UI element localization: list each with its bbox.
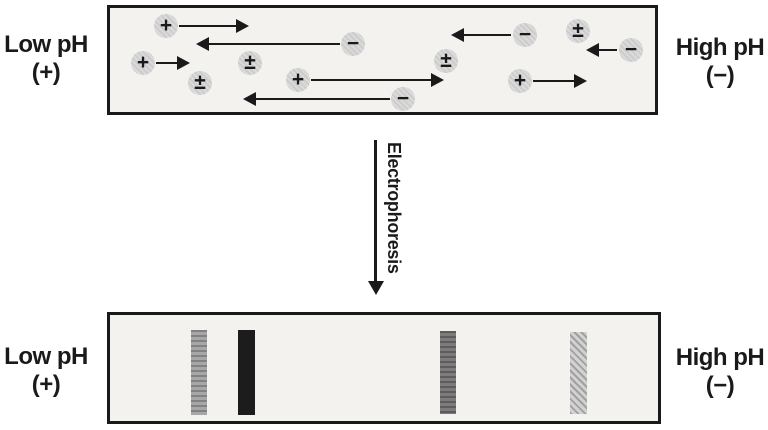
charge-symbol: +	[291, 67, 305, 91]
arrow-head-left-icon	[196, 37, 209, 51]
charge-symbol: ±	[572, 18, 584, 42]
arrow-head-right-icon	[574, 74, 587, 88]
arrow-shaft	[254, 98, 390, 100]
ph-label: High pH	[675, 34, 765, 61]
particle-zwitterion: ±	[434, 49, 458, 73]
arrow-head-left-icon	[586, 43, 599, 57]
migration-arrow-left	[196, 37, 340, 51]
electrophoresis-label: Electrophoresis	[384, 142, 404, 274]
arrow-shaft	[156, 62, 179, 64]
particle-zwitterion: ±	[566, 19, 590, 43]
charge-label: (−)	[705, 372, 735, 399]
top-left-electrode-label: Low pH (+)	[0, 31, 92, 87]
charge-symbol: +	[513, 68, 527, 92]
migration-arrow-left	[586, 43, 617, 57]
charge-label: (+)	[31, 371, 61, 398]
migration-arrow-right	[311, 73, 444, 87]
charge-symbol: +	[136, 50, 150, 74]
bottom-left-electrode-label: Low pH (+)	[0, 343, 92, 399]
ph-label: High pH	[675, 344, 765, 371]
particle-negative: −	[391, 87, 415, 111]
arrow-head-left-icon	[451, 28, 464, 42]
particle-positive: +	[286, 68, 310, 92]
top-right-electrode-label: High pH (−)	[672, 34, 768, 90]
arrow-shaft	[462, 34, 511, 36]
protein-band	[440, 331, 456, 414]
migration-arrow-right	[156, 56, 190, 70]
migration-arrow-left	[243, 92, 390, 106]
charge-label: (+)	[31, 59, 61, 86]
arrow-shaft	[207, 43, 340, 45]
ph-label: Low pH	[4, 343, 88, 370]
arrow-head-down-icon	[368, 281, 384, 295]
arrow-shaft	[179, 25, 238, 27]
arrow-shaft	[533, 80, 576, 82]
charge-label: (−)	[705, 62, 735, 89]
arrow-shaft	[374, 140, 377, 282]
particle-positive: +	[508, 69, 532, 93]
migration-arrow-left	[451, 28, 511, 42]
charge-symbol: ±	[244, 50, 256, 74]
particle-negative: −	[513, 23, 537, 47]
charge-symbol: +	[159, 13, 173, 37]
migration-arrow-right	[533, 74, 587, 88]
charge-symbol: −	[396, 86, 410, 110]
arrow-head-right-icon	[177, 56, 190, 70]
charge-symbol: ±	[194, 70, 206, 94]
charge-symbol: −	[346, 31, 360, 55]
bottom-right-electrode-label: High pH (−)	[672, 344, 768, 400]
electrophoresis-arrow	[368, 140, 384, 295]
protein-band	[191, 330, 207, 415]
charge-symbol: −	[518, 22, 532, 46]
particle-negative: −	[341, 32, 365, 56]
arrow-head-right-icon	[431, 73, 444, 87]
arrow-shaft	[597, 49, 617, 51]
gel-strip-before: + − − ± − + ± ± + + ± −	[107, 5, 658, 115]
arrow-shaft	[311, 79, 433, 81]
arrow-head-left-icon	[243, 92, 256, 106]
ph-label: Low pH	[4, 31, 88, 58]
gel-strip-after	[107, 312, 661, 424]
particle-zwitterion: ±	[188, 71, 212, 95]
arrow-head-right-icon	[236, 19, 249, 33]
migration-arrow-right	[179, 19, 249, 33]
protein-band	[570, 332, 587, 414]
particle-zwitterion: ±	[238, 51, 262, 75]
particle-positive: +	[154, 14, 178, 38]
particle-positive: +	[131, 51, 155, 75]
particle-negative: −	[619, 38, 643, 62]
charge-symbol: −	[624, 37, 638, 61]
charge-symbol: ±	[440, 48, 452, 72]
protein-band	[238, 330, 255, 415]
